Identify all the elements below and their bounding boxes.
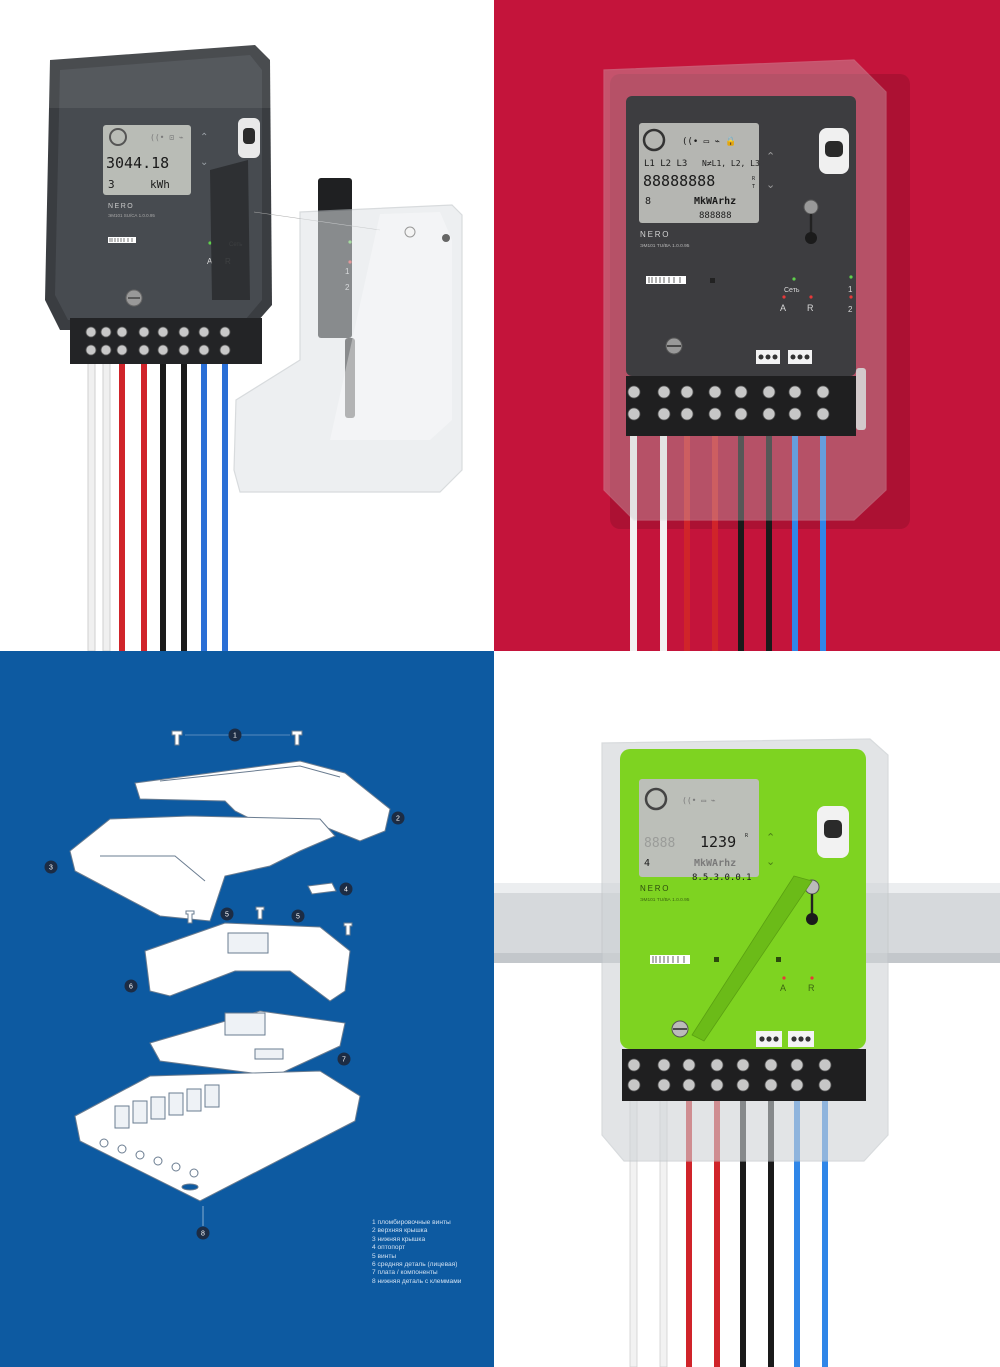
callout-8: 8 — [201, 1231, 205, 1238]
terminal-block — [622, 1049, 866, 1101]
led-a-label: A — [780, 303, 786, 313]
terminal-block — [70, 318, 262, 364]
lcd-unit: MkWArhz — [694, 858, 736, 869]
svg-text:⌃: ⌃ — [766, 831, 775, 844]
svg-text:⌃: ⌃ — [200, 132, 208, 143]
lcd-screen — [639, 123, 759, 223]
callout-7: 7 — [342, 1057, 346, 1064]
wire-group — [87, 359, 228, 651]
seal-screw-left — [171, 730, 183, 746]
svg-text:⌃: ⌃ — [766, 150, 775, 163]
brand-label: NERO — [640, 230, 670, 239]
legend-item-8: 8 нижняя деталь с клеммами — [372, 1277, 462, 1285]
lcd-unit: kWh — [150, 178, 170, 191]
green-meter-illustration: ((• ▭ ⌁ 4 8888 1239 R MkWArhz 8.5.3.0.0.… — [494, 738, 1000, 1367]
terminal-block — [626, 376, 856, 436]
red-background-meter-panel: ((• ▭ ⌁ 🔒 L1 L2 L3 N≠L1, L2, L3 88888888… — [494, 0, 1000, 651]
lcd-reading: 1239 — [700, 833, 736, 851]
black-meter-illustration: ((• ⊡ ⌁ 3044.18 3 kWh ⌃ ⌄ NERO ЭМ101 SU/… — [45, 40, 463, 651]
lcd-main-digits: 88888888 — [643, 172, 715, 190]
model-label: ЭМ101 TU/ВА 1.0.0.95 — [640, 897, 690, 903]
lcd-phases-right: N≠L1, L2, L3 — [702, 159, 760, 168]
led-r-label: R — [807, 303, 814, 313]
legend-item-1: 1 пломбировочные винты — [372, 1219, 451, 1226]
callout-3: 3 — [49, 865, 53, 872]
lower-cover — [69, 815, 336, 922]
lcd-unit: MkWArhz — [694, 196, 736, 207]
callout-5a: 5 — [225, 912, 229, 919]
lcd-small-digits: 8.5.3.0.0.1 — [692, 873, 752, 883]
exploded-view-panel: 1 2 3 4 5 5 6 7 8 1 пломбировочные винты… — [0, 651, 494, 1367]
lcd-phases-left: L1 L2 L3 — [644, 159, 687, 169]
legend-item-3: 3 нижняя крышка — [372, 1235, 426, 1243]
brand-label: NERO — [108, 203, 134, 210]
green-meter-panel: ((• ▭ ⌁ 4 8888 1239 R MkWArhz 8.5.3.0.0.… — [494, 651, 1000, 1367]
svg-text:((• ▭ ⌁: ((• ▭ ⌁ — [682, 796, 716, 805]
optoport-part — [307, 882, 337, 895]
callout-4: 4 — [344, 887, 348, 894]
svg-text:⌄: ⌄ — [766, 178, 775, 191]
callout-2: 2 — [396, 816, 400, 823]
circuit-board — [149, 1010, 346, 1077]
led-r-label: R — [808, 983, 815, 993]
middle-front-part — [144, 922, 351, 1002]
seal-screw-right — [291, 730, 303, 746]
network-label: Сеть — [784, 287, 800, 294]
lcd-suffix-top: R — [752, 176, 756, 182]
callout-6: 6 — [129, 984, 133, 991]
model-label: ЭМ101 TU/ВА 1.0.0.95 — [640, 243, 690, 249]
lcd-tariff: 3 — [108, 178, 115, 191]
lcd-screen — [639, 779, 759, 877]
channel-1-label: 1 — [848, 285, 853, 294]
callout-5b: 5 — [296, 914, 300, 921]
led-a-label: A — [207, 257, 213, 266]
brand-label: NERO — [640, 884, 670, 893]
legend-item-2: 2 верхняя крышка — [372, 1227, 428, 1235]
lcd-small-digits: 888888 — [699, 211, 732, 221]
legend-item-5: 5 винты — [372, 1252, 397, 1260]
channel-2-label: 2 — [848, 305, 853, 314]
svg-text:8888: 8888 — [644, 836, 675, 851]
legend-item-4: 4 оптопорт — [372, 1244, 406, 1252]
black-meter-panel: ((• ⊡ ⌁ 3044.18 3 kWh ⌃ ⌄ NERO ЭМ101 SU/… — [0, 0, 494, 651]
model-label: ЭМ101 SU/СА 1.0.0.95 — [108, 213, 155, 218]
lcd-suffix-bottom: T — [752, 184, 755, 190]
exploded-view-drawing: 1 2 3 4 5 5 6 7 8 — [44, 728, 405, 1240]
lcd-tariff: 8 — [645, 196, 651, 207]
callout-1: 1 — [233, 733, 237, 740]
top-cover — [134, 760, 391, 842]
legend-item-6: 6 средняя деталь (лицевая) — [372, 1261, 458, 1269]
lcd-reading: 3044.18 — [106, 154, 169, 172]
open-cover — [233, 204, 463, 493]
dark-meter-illustration: ((• ▭ ⌁ 🔒 L1 L2 L3 N≠L1, L2, L3 88888888… — [603, 59, 910, 651]
svg-text:⌄: ⌄ — [766, 855, 775, 868]
parts-legend: 1 пломбировочные винты 2 верхняя крышка … — [372, 1219, 488, 1286]
lcd-tariff: 4 — [644, 858, 650, 869]
svg-text:⌄: ⌄ — [200, 157, 208, 168]
svg-text:((• ⊡ ⌁: ((• ⊡ ⌁ — [150, 133, 184, 142]
led-a-label: A — [780, 983, 786, 993]
svg-text:((• ▭ ⌁ 🔒: ((• ▭ ⌁ 🔒 — [682, 136, 737, 147]
legend-item-7: 7 плата / компоненты — [372, 1269, 438, 1277]
lcd-suffix: R — [745, 833, 749, 839]
